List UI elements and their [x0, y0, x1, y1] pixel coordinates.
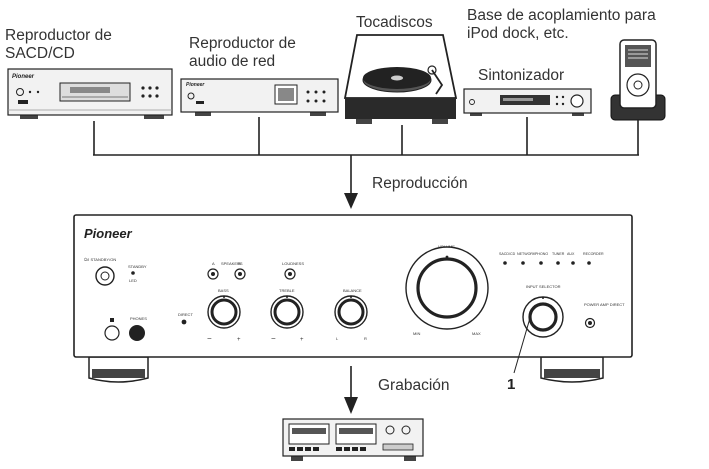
network-player-label-line1: Reproductor de — [189, 35, 296, 52]
treble-label: TREBLE — [279, 288, 295, 293]
input-indicator-led — [539, 261, 543, 265]
sacd-brand-logo: Pioneer — [12, 74, 35, 80]
playback-label: Reproducción — [372, 175, 468, 192]
balance-l: L — [336, 336, 339, 341]
volume-knob — [416, 257, 478, 319]
led-label: LED — [129, 278, 137, 283]
input-selector-knob — [528, 302, 558, 332]
standby-led-label: STANDBY — [128, 264, 147, 269]
recording-label: Grabación — [378, 377, 450, 394]
spk-b-label: B — [238, 261, 241, 266]
input-indicator-led — [503, 261, 507, 265]
bass-minus: − — [207, 334, 212, 343]
bass-knob — [210, 298, 238, 326]
input-indicator-led — [556, 261, 560, 265]
amp-brand-logo: Pioneer — [84, 226, 133, 241]
callout-line — [513, 317, 531, 374]
sacd-power-button — [16, 88, 24, 96]
input-selector-label: INPUT SELECTOR — [526, 284, 561, 289]
network-brand-logo: Pioneer — [186, 82, 205, 88]
sacd-label-line2: SACD/CD — [5, 45, 75, 62]
sacd-label-line1: Reproductor de — [5, 27, 112, 44]
sacd-player: Pioneer — [7, 68, 173, 119]
input-label-1: NETWORK — [517, 252, 536, 256]
playback-arrow — [344, 193, 358, 209]
balance-knob — [337, 298, 365, 326]
balance-label: BALANCE — [343, 288, 362, 293]
standby-label: ⏻/I STANDBY/ON — [84, 257, 116, 262]
recording-arrow — [344, 397, 358, 414]
direct-button — [181, 319, 187, 325]
cassette-recorder — [282, 418, 424, 461]
direct-label: DIRECT — [178, 312, 193, 317]
bass-plus: + — [237, 337, 241, 343]
input-label-3: TUNER — [552, 252, 565, 256]
tuner-knob — [570, 94, 584, 108]
treble-minus: − — [271, 334, 276, 343]
volume-max: MAX — [472, 331, 481, 336]
input-label-5: RECORDER — [583, 252, 604, 256]
input-indicator-led — [521, 261, 525, 265]
tuner — [463, 88, 592, 116]
network-audio-player: Pioneer — [180, 78, 339, 116]
network-player-label-line2: audio de red — [189, 53, 275, 70]
treble-plus: + — [300, 337, 304, 343]
standby-on-button — [95, 266, 115, 286]
loudness-label: LOUDNESS — [282, 261, 304, 266]
turntable — [343, 34, 458, 124]
input-indicator-led — [571, 261, 575, 265]
input-label-2: PHONO — [535, 252, 548, 256]
balance-r: R — [364, 336, 367, 341]
connection-lines — [93, 117, 639, 197]
ipod-screen — [625, 45, 651, 67]
callout-number: 1 — [507, 376, 515, 393]
phones-label: PHONES — [130, 316, 147, 321]
bass-label: BASS — [218, 288, 229, 293]
ipod-dock — [610, 39, 666, 121]
ipod-dock-label-line1: Base de acoplamiento para — [467, 7, 656, 24]
tonearm — [431, 69, 444, 95]
phones-jack — [129, 325, 145, 341]
input-label-4: AUX — [567, 252, 575, 256]
spk-a-label: A — [212, 261, 215, 266]
integrated-amplifier: Pioneer ⏻/I STANDBY/ON STANDBY LED A SPE… — [73, 214, 633, 383]
input-indicator-led — [587, 261, 591, 265]
power-amp-direct-label: POWER AMP DIRECT — [584, 302, 625, 307]
standby-small-button — [104, 325, 120, 341]
speakers-label: SPEAKERS — [221, 261, 243, 266]
tuner-label: Sintonizador — [478, 67, 564, 84]
ipod-dock-label-line2: iPod dock, etc. — [467, 25, 569, 42]
treble-knob — [273, 298, 301, 326]
volume-min: MIN — [413, 331, 420, 336]
standby-led — [131, 271, 135, 275]
input-label-0: SACD/CD — [499, 252, 516, 256]
turntable-label: Tocadiscos — [356, 14, 433, 31]
